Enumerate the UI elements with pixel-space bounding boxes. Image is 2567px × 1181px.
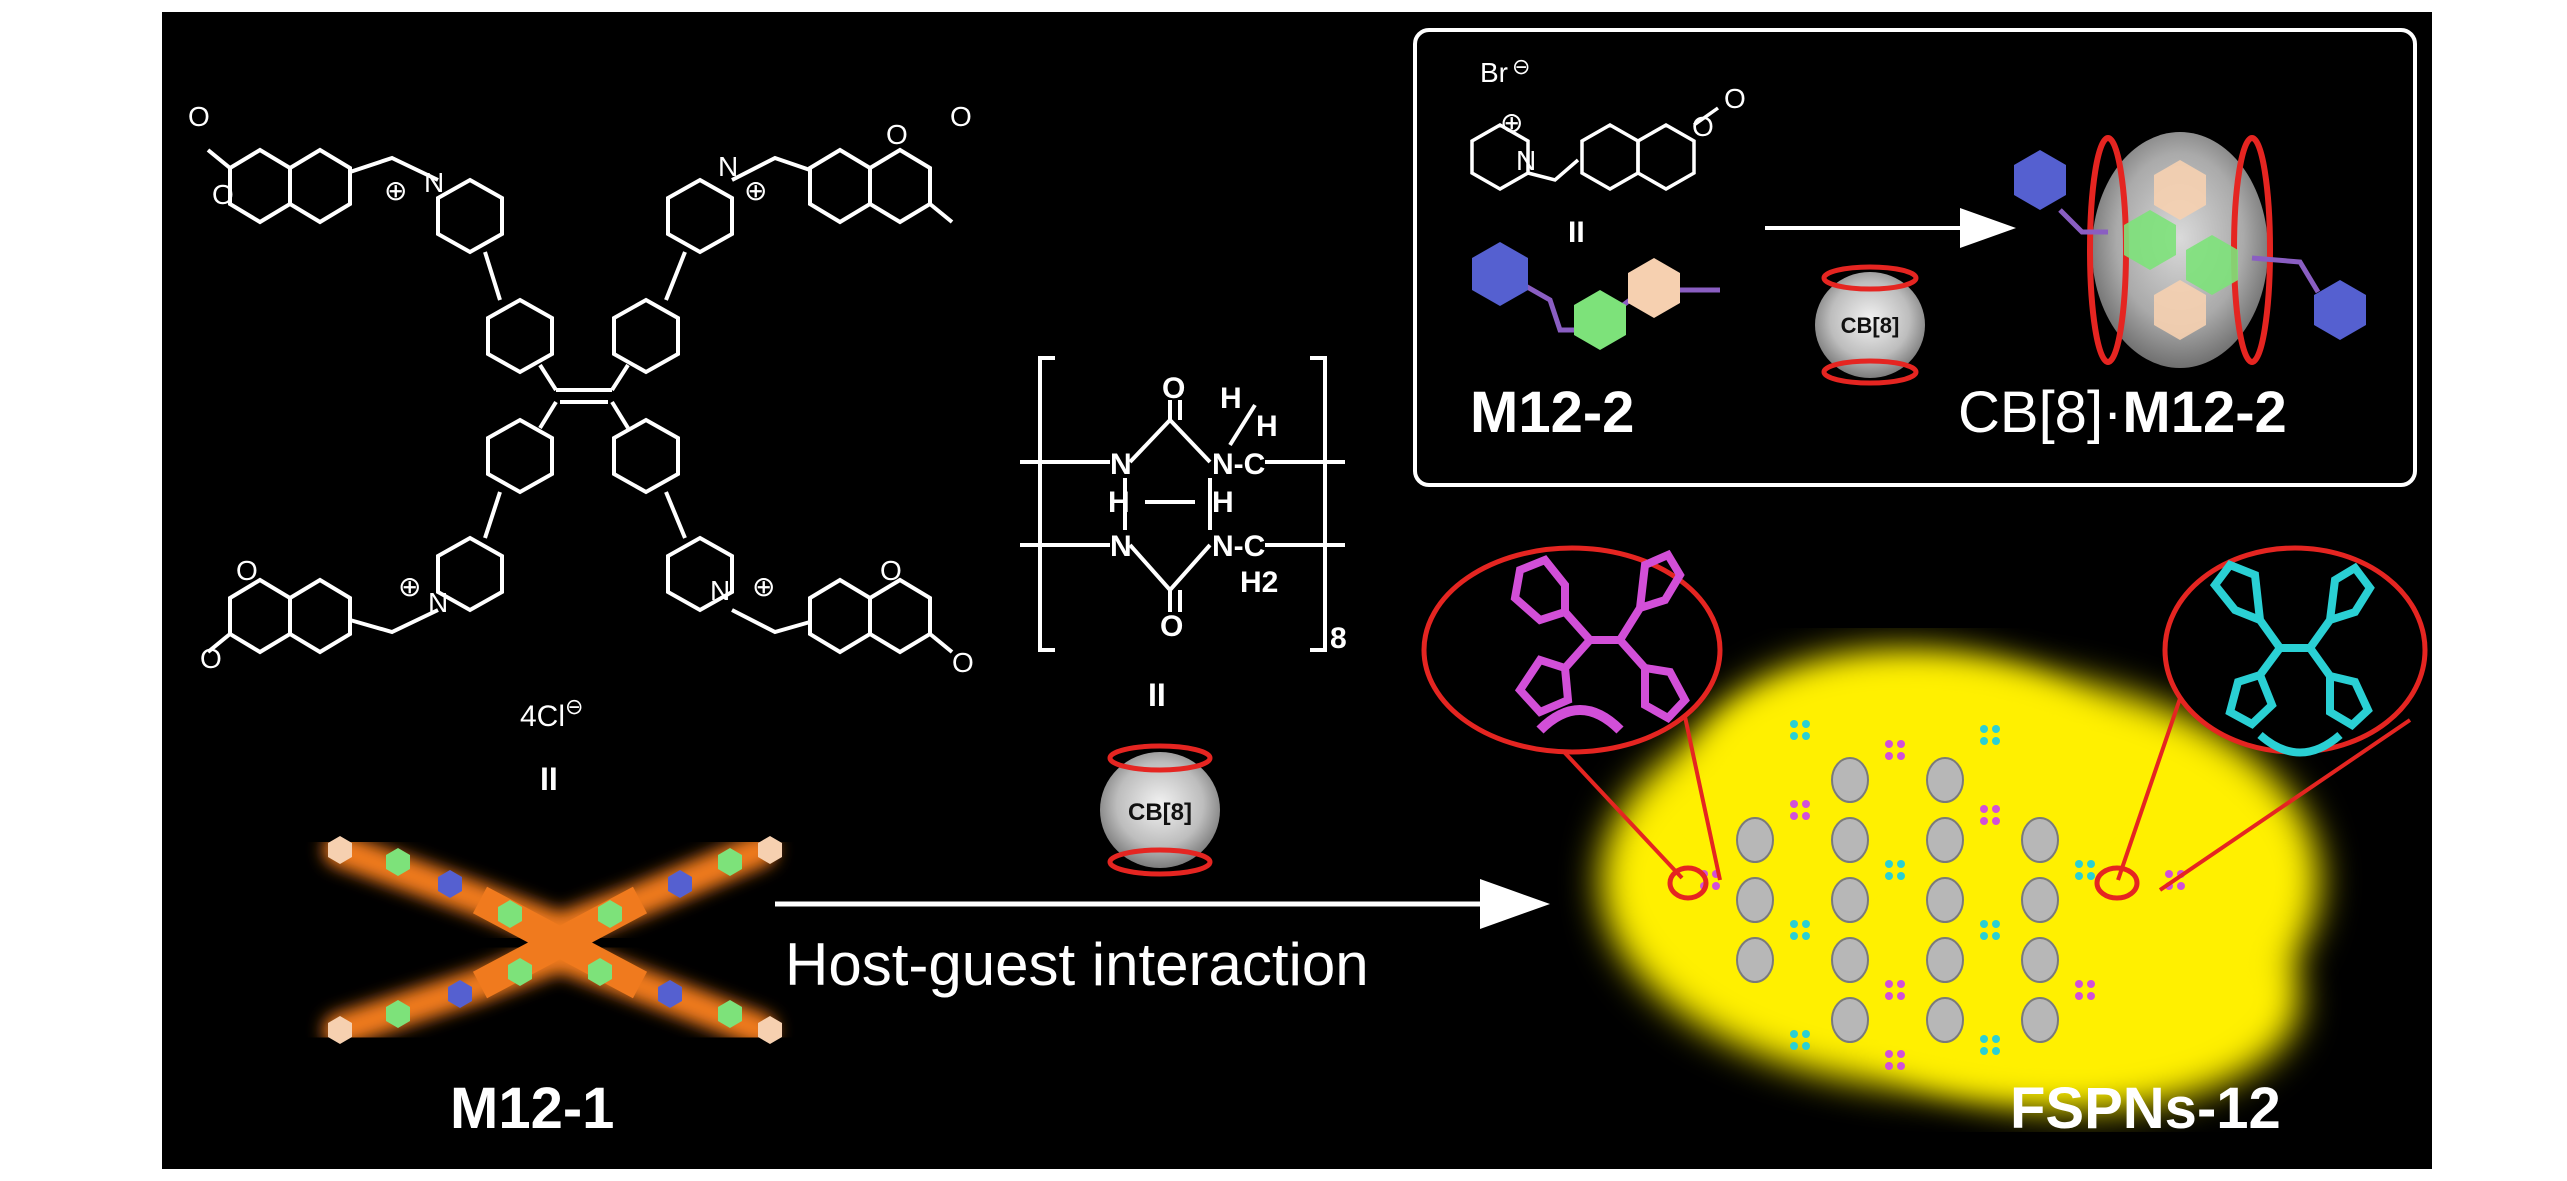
inset-guest-structure <box>1470 106 1720 192</box>
network-cb-barrels <box>1736 757 2059 1043</box>
network-cb-barrel <box>1736 937 1774 983</box>
label-fspns-12: FSPNs-12 <box>2010 1076 2281 1141</box>
inset-complex-label: CB[8]·M12-2 <box>1958 380 2287 445</box>
network-node <box>1790 720 1810 740</box>
cb-atom-nc-1: N-C <box>1212 448 1265 481</box>
inset-complex-cartoon <box>2014 132 2366 368</box>
inset-atom-o-ring: O <box>1692 111 1714 142</box>
atom-plus-4: ⊕ <box>752 571 775 602</box>
network-nodes <box>1700 720 2185 1070</box>
network-cb-barrel <box>1831 757 1869 803</box>
cb-atom-nc-2: N-C <box>1212 530 1265 563</box>
atom-plus-1: ⊕ <box>384 175 407 206</box>
label-m12-1: M12-1 <box>450 1076 614 1141</box>
cb8-structure <box>1020 356 1345 652</box>
atom-n-4: N <box>710 575 730 606</box>
atom-n-1: N <box>424 167 444 198</box>
network-node <box>1980 920 2000 940</box>
cb8-repeat-subscript: 8 <box>1330 622 1347 655</box>
network-cb-barrel <box>1831 937 1869 983</box>
network-cb-barrel <box>1736 817 1774 863</box>
inset-equivalence-mark: II <box>1568 216 1585 249</box>
atom-o-6: O <box>236 555 258 586</box>
network-glow <box>1600 650 2320 1110</box>
network-node <box>1980 1035 2000 1055</box>
network-cb-barrel <box>1926 997 1964 1043</box>
counterion-cl: 4Cl⊖ <box>520 694 583 733</box>
network-cb-barrel <box>1831 997 1869 1043</box>
network-node <box>1790 800 1810 820</box>
zoom-right <box>2094 545 2428 901</box>
inset-guest-label: M12-2 <box>1470 380 1634 445</box>
cb-atom-h-1: H <box>1220 382 1242 415</box>
network-node <box>1885 740 1905 760</box>
atom-o-4: O <box>886 119 908 150</box>
cb8-atom-labels: O H H N N-C H H N N-C H2 O <box>1108 372 1278 643</box>
atom-o-8: O <box>880 555 902 586</box>
m12-1-hexagons <box>328 836 782 1044</box>
host-guest-label: Host-guest interaction <box>785 931 1369 998</box>
inset-guest-cartoon <box>1472 242 1720 350</box>
tpe-structure <box>206 147 954 655</box>
network-cb-barrel <box>1926 757 1964 803</box>
inset-atom-n: N <box>1516 145 1536 176</box>
zoom-left <box>1421 545 1723 901</box>
network-cb-barrel <box>1831 877 1869 923</box>
atom-o-5: O <box>200 643 222 674</box>
network-node <box>1885 1050 1905 1070</box>
cb-atom-o-bottom: O <box>1160 610 1183 643</box>
cb-atom-n-1: N <box>1110 448 1132 481</box>
network-node <box>1980 725 2000 745</box>
network-cb-barrel <box>1736 877 1774 923</box>
inset-cb8-barrel-icon <box>1815 264 1925 386</box>
inset-atom-plus: ⊕ <box>1500 107 1523 138</box>
equivalence-mark-m12-1: II <box>540 761 558 797</box>
cb-atom-h-4: H <box>1212 486 1234 519</box>
atom-o-1: O <box>188 101 210 132</box>
cb-atom-h2: H2 <box>1240 566 1278 599</box>
network-cb-barrel <box>2021 817 2059 863</box>
cb-atom-h-2: H <box>1256 410 1278 443</box>
atom-plus-2: ⊕ <box>744 175 767 206</box>
cb8-barrel-label: CB[8] <box>1128 799 1192 826</box>
network-cb-barrel <box>1926 817 1964 863</box>
network-node <box>1790 1030 1810 1050</box>
atom-o-3: O <box>950 101 972 132</box>
network-node <box>1980 805 2000 825</box>
atom-plus-3: ⊕ <box>398 571 421 602</box>
network-cb-barrel <box>1926 937 1964 983</box>
atom-n-3: N <box>428 587 448 618</box>
network-node <box>1790 920 1810 940</box>
cb-atom-o-top: O <box>1162 372 1185 405</box>
inset-atom-labels: Br⊖ ⊕ N O O <box>1480 54 1746 176</box>
atom-o-7: O <box>952 647 974 678</box>
cb-atom-h-3: H <box>1108 486 1130 519</box>
network-node <box>1885 860 1905 880</box>
network-cb-barrel <box>1831 817 1869 863</box>
atom-o-2: O <box>212 179 234 210</box>
tpe-atom-labels: O O N ⊕ O O N ⊕ O O N ⊕ O O N ⊕ <box>188 101 974 678</box>
m12-1-cartoon <box>323 833 782 1047</box>
network-node <box>2075 860 2095 880</box>
network-node <box>1885 980 1905 1000</box>
cb-atom-n-2: N <box>1110 530 1132 563</box>
network-cb-barrel <box>1926 877 1964 923</box>
atom-n-2: N <box>718 151 738 182</box>
inset-cb8-label: CB[8] <box>1841 313 1900 338</box>
inset-counterion-br: Br⊖ <box>1480 54 1530 88</box>
network-cb-barrel <box>2021 937 2059 983</box>
network-cb-barrel <box>2021 997 2059 1043</box>
network-cb-barrel <box>2021 877 2059 923</box>
cb8-barrel-icon <box>1100 743 1220 877</box>
equivalence-mark-cb8: II <box>1148 677 1166 713</box>
network-node <box>2075 980 2095 1000</box>
inset-atom-o-carbonyl: O <box>1724 83 1746 114</box>
